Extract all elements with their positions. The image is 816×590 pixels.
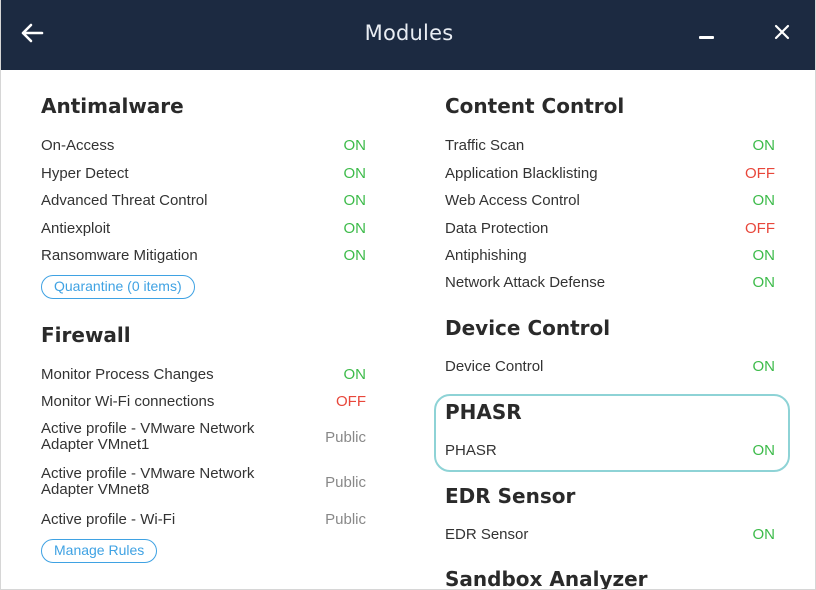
- status-value: OFF: [745, 165, 775, 182]
- status-value: Public: [325, 429, 366, 446]
- module-label: On-Access: [41, 137, 115, 154]
- status-value: ON: [752, 442, 776, 459]
- status-value: ON: [752, 274, 776, 291]
- module-row-profile-vmnet1: Active profile - VMware Network Adapter …: [41, 421, 366, 457]
- close-button[interactable]: [765, 16, 799, 50]
- back-button[interactable]: [15, 16, 49, 50]
- status-value: OFF: [745, 220, 775, 237]
- module-row-phasr: PHASR ON: [445, 442, 775, 468]
- status-value: ON: [752, 137, 776, 154]
- phasr-heading: PHASR: [445, 400, 522, 424]
- phasr-highlight: [434, 394, 790, 472]
- module-row-traffic-scan: Traffic Scan ON: [445, 137, 775, 163]
- sandbox-analyzer-heading: Sandbox Analyzer: [445, 567, 648, 590]
- edr-sensor-heading: EDR Sensor: [445, 484, 576, 508]
- module-row-web-access-control: Web Access Control ON: [445, 192, 775, 218]
- status-value: ON: [752, 247, 776, 264]
- content-control-heading: Content Control: [445, 94, 625, 118]
- module-label: Application Blacklisting: [445, 165, 598, 182]
- module-row-data-protection: Data Protection OFF: [445, 220, 775, 246]
- module-label: Network Attack Defense: [445, 274, 606, 291]
- module-label: Data Protection: [445, 220, 549, 237]
- status-value: ON: [752, 192, 776, 209]
- module-row-device-control: Device Control ON: [445, 358, 775, 384]
- status-value: ON: [343, 247, 367, 264]
- module-label: Traffic Scan: [445, 137, 525, 154]
- close-icon: [774, 24, 790, 40]
- module-label: Antiexploit: [41, 220, 111, 237]
- module-row-antiexploit: Antiexploit ON: [41, 220, 366, 246]
- quarantine-button[interactable]: Quarantine (0 items): [41, 275, 195, 299]
- module-label: Hyper Detect: [41, 165, 129, 182]
- right-column: Content Control Traffic Scan ON Applicat…: [445, 70, 775, 590]
- module-label: Antiphishing: [445, 247, 527, 264]
- module-row-profile-wifi: Active profile - Wi-Fi Public: [41, 511, 366, 537]
- module-label: Advanced Threat Control: [41, 192, 208, 209]
- left-column: Antimalware On-Access ON Hyper Detect ON…: [41, 70, 366, 589]
- status-value: OFF: [336, 393, 366, 410]
- module-row-monitor-wifi: Monitor Wi-Fi connections OFF: [41, 393, 366, 419]
- status-value: ON: [343, 366, 367, 383]
- module-row-on-access: On-Access ON: [41, 137, 366, 163]
- module-row-network-attack-defense: Network Attack Defense ON: [445, 274, 775, 300]
- module-row-monitor-process-changes: Monitor Process Changes ON: [41, 366, 366, 392]
- manage-rules-button[interactable]: Manage Rules: [41, 539, 158, 563]
- antimalware-heading: Antimalware: [41, 94, 184, 118]
- status-value: Public: [325, 474, 366, 491]
- module-label: Active profile - Wi-Fi: [41, 511, 176, 528]
- module-row-ransomware-mitigation: Ransomware Mitigation ON: [41, 247, 366, 273]
- status-value: ON: [752, 358, 776, 375]
- minimize-icon: [699, 36, 714, 39]
- title-bar: Modules: [1, 0, 815, 70]
- module-row-profile-vmnet8: Active profile - VMware Network Adapter …: [41, 466, 366, 502]
- module-row-antiphishing: Antiphishing ON: [445, 247, 775, 273]
- module-row-hyper-detect: Hyper Detect ON: [41, 165, 366, 191]
- status-value: ON: [343, 137, 367, 154]
- module-label: Active profile - VMware Network Adapter …: [41, 420, 255, 453]
- module-row-application-blacklisting: Application Blacklisting OFF: [445, 165, 775, 191]
- module-label: Ransomware Mitigation: [41, 247, 198, 264]
- status-value: ON: [343, 220, 367, 237]
- module-label: EDR Sensor: [445, 526, 529, 543]
- module-label: Active profile - VMware Network Adapter …: [41, 465, 255, 498]
- module-row-advanced-threat-control: Advanced Threat Control ON: [41, 192, 366, 218]
- module-label: Monitor Wi-Fi connections: [41, 393, 215, 410]
- module-label: Web Access Control: [445, 192, 580, 209]
- minimize-button[interactable]: [691, 20, 723, 52]
- module-label: Device Control: [445, 358, 544, 375]
- status-value: ON: [752, 526, 776, 543]
- firewall-heading: Firewall: [41, 323, 131, 347]
- status-value: Public: [325, 511, 366, 528]
- status-value: ON: [343, 192, 367, 209]
- device-control-heading: Device Control: [445, 316, 611, 340]
- module-row-edr-sensor: EDR Sensor ON: [445, 526, 775, 552]
- module-label: Monitor Process Changes: [41, 366, 214, 383]
- status-value: ON: [343, 165, 367, 182]
- arrow-left-icon: [21, 23, 44, 43]
- module-label: PHASR: [445, 442, 497, 459]
